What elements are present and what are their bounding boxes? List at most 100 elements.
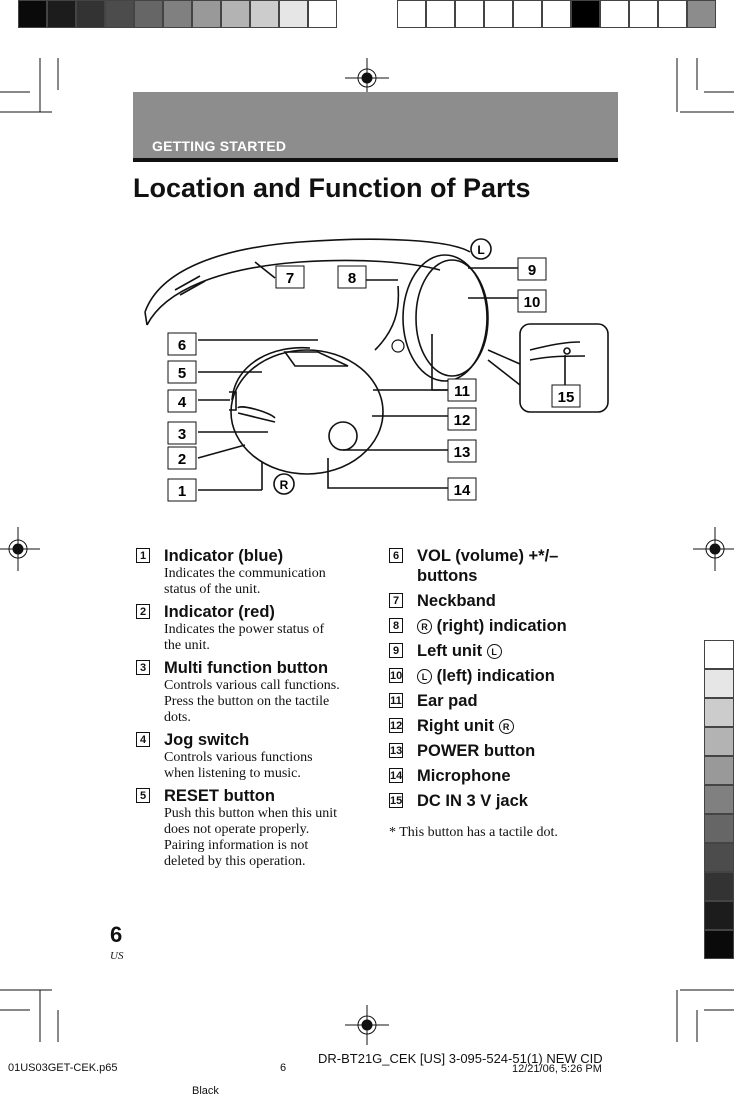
legend-label-12: Right unit [417, 717, 499, 735]
legend-label-8: (right) indication [432, 617, 567, 635]
bar-r-swatch-6 [704, 785, 734, 814]
legend-desc-3a: Controls various call functions. [164, 678, 340, 693]
callout-10: 10 [517, 289, 547, 313]
legend-desc-5c: Pairing information is not [164, 838, 309, 853]
callout-11-label: 11 [454, 383, 470, 400]
legend-right: 6 VOL (volume) +*/– buttons 7 Neckband 8… [389, 546, 629, 841]
legend-number-4: 4 [136, 732, 150, 747]
bar-tr-swatch-6 [542, 0, 571, 28]
mark-r-icon: R [273, 473, 295, 495]
callout-12: 12 [447, 407, 477, 431]
callout-2-label: 2 [178, 451, 186, 468]
legend-item-10: 10 L (left) indication [389, 666, 629, 686]
legend-number-2: 2 [136, 604, 150, 619]
bar-tl-swatch-6 [163, 0, 192, 28]
legend-item-2: 2 Indicator (red) Indicates the power st… [136, 602, 376, 654]
bar-tr-swatch-10 [658, 0, 687, 28]
footer-date: 12/21/06, 5:26 PM [512, 1063, 602, 1075]
legend-number-6: 6 [389, 548, 403, 563]
callout-12-label: 12 [454, 412, 471, 429]
footer-plate: Black [192, 1085, 219, 1097]
callout-6: 6 [167, 332, 197, 356]
legend-desc-3c: dots. [164, 710, 191, 725]
svg-text:L: L [477, 243, 484, 257]
color-bar-top-right [397, 0, 716, 28]
bar-tr-swatch-9 [629, 0, 658, 28]
legend-item-5: 5 RESET button Push this button when thi… [136, 786, 376, 870]
bar-r-swatch-3 [704, 698, 734, 727]
callout-4-label: 4 [178, 394, 187, 411]
mark-r-small-icon [391, 339, 405, 353]
l-mark-icon: L [486, 644, 502, 659]
legend-label-9: Left unit [417, 642, 487, 660]
legend-item-11: 11 Ear pad [389, 691, 629, 711]
legend-desc-4b: when listening to music. [164, 766, 301, 781]
bar-tl-swatch-7 [192, 0, 221, 28]
footer-model: DR-BT21G_CEK [US] 3-095-524-51(1) NEW CI… [318, 1051, 603, 1066]
callout-14-label: 14 [454, 482, 471, 499]
legend-number-12: 12 [389, 718, 403, 733]
bar-tr-swatch-8 [600, 0, 629, 28]
footer-file: 01US03GET-CEK.p65 [8, 1062, 118, 1074]
legend-label-2: Indicator (red) [164, 603, 275, 621]
legend-number-3: 3 [136, 660, 150, 675]
bar-tl-swatch-3 [76, 0, 105, 28]
callout-13: 13 [447, 439, 477, 463]
legend-item-14: 14 Microphone [389, 766, 629, 786]
page-title: Location and Function of Parts [133, 173, 531, 203]
bar-r-swatch-9 [704, 872, 734, 901]
legend-desc-2b: the unit. [164, 638, 210, 653]
bar-tl-swatch-4 [105, 0, 134, 28]
legend-item-12: 12 Right unit R [389, 716, 629, 736]
headphones-illustration: 7 8 9 10 6 5 4 3 2 1 11 12 13 14 15 L R [144, 238, 609, 502]
legend-number-11: 11 [389, 693, 403, 708]
callout-15: 15 [551, 384, 581, 408]
bar-tl-swatch-10 [279, 0, 308, 28]
legend-label-7: Neckband [417, 592, 496, 610]
legend-desc-4a: Controls various functions [164, 750, 313, 765]
callout-1: 1 [167, 478, 197, 502]
page-number: 6 [110, 922, 123, 947]
callout-6-label: 6 [178, 337, 186, 354]
legend-label-11: Ear pad [417, 692, 478, 710]
callout-9: 9 [517, 257, 547, 281]
legend-number-15: 15 [389, 793, 403, 808]
bar-tr-swatch-5 [513, 0, 542, 28]
legend-label-5: RESET button [164, 787, 275, 805]
section-label: GETTING STARTED [152, 138, 287, 154]
mark-l-icon: L [470, 238, 492, 260]
callout-5: 5 [167, 360, 197, 384]
legend-number-9: 9 [389, 643, 403, 658]
callout-5-label: 5 [178, 365, 186, 382]
callout-3: 3 [167, 421, 197, 445]
legend-desc-5a: Push this button when this unit [164, 806, 338, 821]
legend-label-10: (left) indication [432, 667, 555, 685]
callout-1-label: 1 [178, 483, 186, 500]
bar-tr-swatch-7 [571, 0, 600, 28]
legend-item-15: 15 DC IN 3 V jack [389, 791, 629, 811]
legend-desc-1b: status of the unit. [164, 582, 261, 597]
callout-15-label: 15 [558, 389, 575, 406]
legend-label-6b: buttons [417, 567, 478, 585]
bar-tr-swatch-2 [426, 0, 455, 28]
legend-number-14: 14 [389, 768, 403, 783]
legend-desc-1a: Indicates the communication [164, 566, 326, 581]
callout-2: 2 [167, 446, 197, 470]
legend-desc-5b: does not operate properly. [164, 822, 310, 837]
legend-item-4: 4 Jog switch Controls various functions … [136, 730, 376, 782]
legend-label-6a: VOL (volume) +*/– [417, 547, 559, 565]
bar-r-swatch-5 [704, 756, 734, 785]
callout-7: 7 [275, 265, 305, 289]
bar-tl-swatch-11 [308, 0, 337, 28]
legend-item-6: 6 VOL (volume) +*/– buttons [389, 546, 629, 586]
legend-label-4: Jog switch [164, 731, 250, 749]
footer-page: 6 [280, 1062, 287, 1074]
bar-tl-swatch-5 [134, 0, 163, 28]
legend-number-13: 13 [389, 743, 403, 758]
legend-number-8: 8 [389, 618, 403, 633]
legend-left: 1 Indicator (blue) Indicates the communi… [136, 546, 376, 870]
legend-number-1: 1 [136, 548, 150, 563]
tactile-note: * This button has a tactile dot. [389, 825, 558, 840]
callout-10-label: 10 [524, 294, 541, 311]
